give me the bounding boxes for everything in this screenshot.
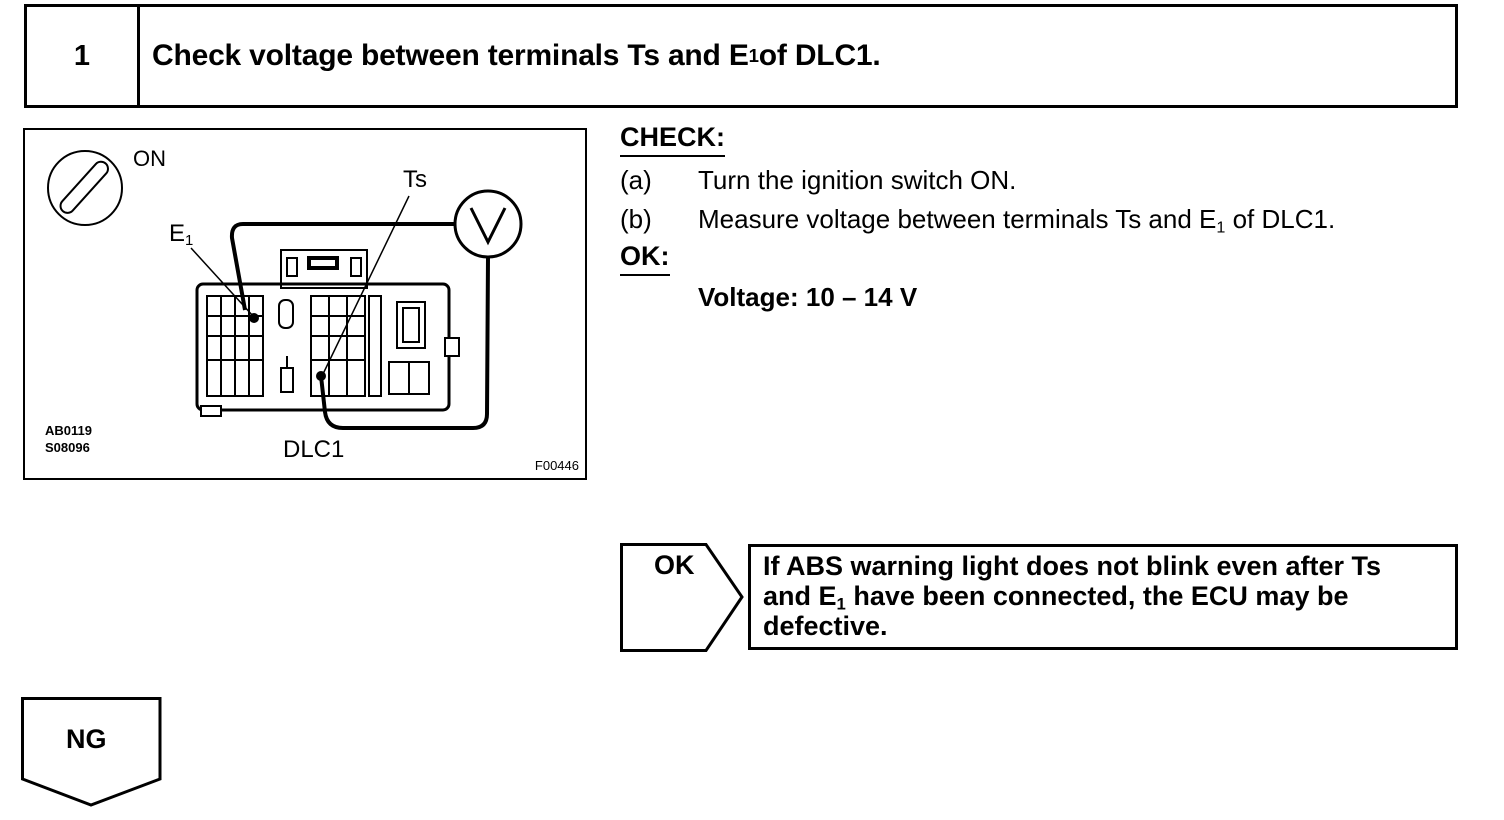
connector-label: DLC1 <box>283 436 345 463</box>
terminal-ts-label: Ts <box>403 166 427 193</box>
figure-ref-code-3: F00446 <box>534 458 579 473</box>
ok-label: OK <box>654 550 695 580</box>
ng-label: NG <box>66 724 107 754</box>
check-step-subscript: 1 <box>1216 218 1226 237</box>
check-section: CHECK: (a) Turn the ignition switch ON. … <box>620 122 1480 313</box>
figure-ref-code-2: S08096 <box>45 440 90 455</box>
terminal-e1-label: E1 <box>169 220 194 250</box>
ignition-on-label: ON <box>133 146 166 171</box>
ok-heading: OK: <box>620 241 670 276</box>
check-step-a: (a) Turn the ignition switch ON. <box>620 165 1480 196</box>
ok-arrow-icon <box>620 543 744 652</box>
ignition-key-icon <box>47 150 123 226</box>
ng-arrow-icon <box>21 697 162 807</box>
step-title-text: Check voltage between terminals Ts and E <box>152 39 749 72</box>
ok-result-line-1: If ABS warning light does not blink even… <box>763 551 1382 581</box>
voltage-spec: Voltage: 10 – 14 V <box>698 282 918 312</box>
terminal-e-text: E <box>169 220 186 247</box>
check-step-key: (b) <box>620 204 652 234</box>
step-number: 1 <box>27 7 140 105</box>
check-step-text: Turn the ignition switch ON. <box>698 165 1017 195</box>
terminal-e-subscript: 1 <box>185 233 194 250</box>
check-step-key: (a) <box>620 165 652 195</box>
figure-ref-code-1: AB0119 <box>45 423 92 438</box>
dlc1-connector-icon <box>195 249 460 417</box>
dlc1-illustration: ON Ts E1 DLC1 AB0119 S08096 F00446 <box>23 128 587 480</box>
check-step-text-suffix: of DLC1. <box>1225 204 1336 234</box>
ok-result-subscript: 1 <box>836 594 846 614</box>
voltmeter-icon <box>453 189 523 259</box>
ok-result-line-2-prefix: and E <box>763 581 837 611</box>
test-leads <box>229 222 490 430</box>
check-step-text-prefix: Measure voltage between terminals Ts and… <box>698 204 1217 234</box>
check-step-text: Measure voltage between terminals Ts and… <box>698 204 1336 237</box>
ok-result-line-3: defective. <box>763 611 888 641</box>
step-title: Check voltage between terminals Ts and E… <box>152 39 881 72</box>
step-title-suffix: of DLC1. <box>758 39 881 72</box>
wiring-diagram <box>47 150 523 430</box>
check-step-b: (b) Measure voltage between terminals Ts… <box>620 204 1480 237</box>
figure-ref-codes: AB0119 S08096 <box>45 422 92 456</box>
ok-result-line-2-suffix: have been connected, the ECU may be <box>845 581 1349 611</box>
step-header: 1 Check voltage between terminals Ts and… <box>24 4 1458 108</box>
ok-result-box: If ABS warning light does not blink even… <box>748 544 1458 650</box>
ok-result-line-2: and E1 have been connected, the ECU may … <box>763 581 1445 614</box>
check-heading: CHECK: <box>620 122 725 157</box>
